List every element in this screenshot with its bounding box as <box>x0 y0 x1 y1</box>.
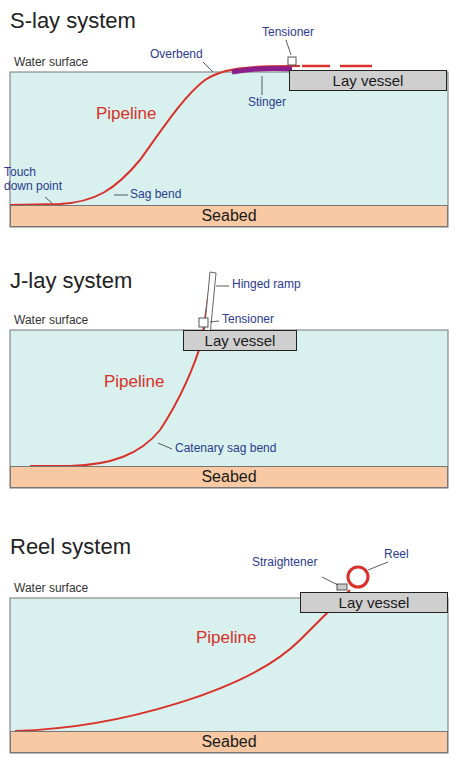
panel-title: Reel system <box>10 534 131 559</box>
leader-lines <box>158 286 229 449</box>
leader-lines <box>322 562 388 585</box>
stinger-shape <box>232 68 292 72</box>
pipeline-label: Pipeline <box>104 372 165 392</box>
part-label: Reel <box>384 548 409 562</box>
vessel-box: Lay vessel <box>300 592 448 613</box>
surface-label: Water surface <box>14 582 88 596</box>
tensioner-symbol <box>199 318 208 327</box>
part-label: Touch down point <box>4 166 68 194</box>
pipeline-label: Pipeline <box>196 628 257 648</box>
water-region <box>10 598 448 753</box>
seabed-label: Seabed <box>201 733 256 751</box>
seabed-band: Seabed <box>10 466 448 488</box>
straightener-symbol <box>337 584 347 590</box>
part-label: Hinged ramp <box>232 278 301 292</box>
surface-label: Water surface <box>14 314 88 328</box>
tensioner-symbol <box>288 57 296 65</box>
pipeline-line <box>30 278 211 466</box>
part-label: Straightener <box>252 556 317 570</box>
part-label: Stinger <box>248 96 286 110</box>
seabed-band: Seabed <box>10 205 448 227</box>
reel-symbol <box>348 567 368 587</box>
water-region <box>10 330 448 488</box>
vessel-box: Lay vessel <box>289 70 447 91</box>
seabed-band: Seabed <box>10 731 448 753</box>
surface-label: Water surface <box>14 56 88 70</box>
part-label: Catenary sag bend <box>175 442 276 456</box>
vessel-label: Lay vessel <box>333 72 404 89</box>
part-label: Tensioner <box>222 313 274 327</box>
vessel-box: Lay vessel <box>183 330 297 351</box>
panel-title: J-lay system <box>10 268 132 293</box>
part-label: Sag bend <box>130 188 181 202</box>
seabed-label: Seabed <box>201 207 256 225</box>
vessel-label: Lay vessel <box>339 594 410 611</box>
part-label: Tensioner <box>262 26 314 40</box>
pipe-on-deck <box>302 65 372 68</box>
vessel-label: Lay vessel <box>205 332 276 349</box>
panel-title: S-lay system <box>10 8 136 33</box>
pipeline-label: Pipeline <box>96 104 157 124</box>
seabed-label: Seabed <box>201 468 256 486</box>
part-label: Overbend <box>150 48 203 62</box>
water-region <box>10 72 448 227</box>
